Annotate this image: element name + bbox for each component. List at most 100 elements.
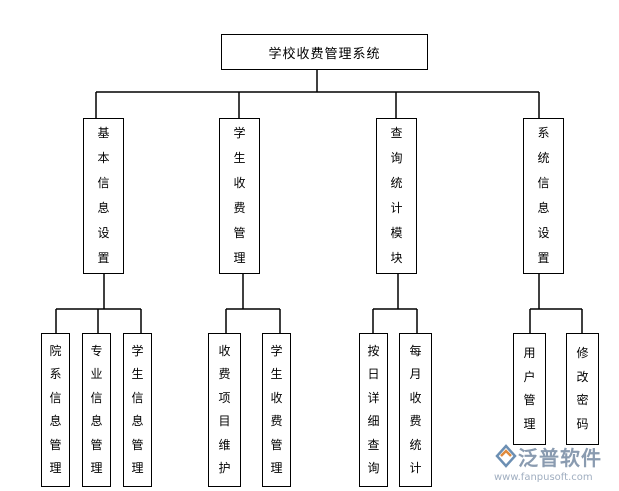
label-char: 息 bbox=[131, 414, 144, 428]
leaf-label: 修改密码 bbox=[576, 342, 588, 436]
label-char: 生 bbox=[270, 367, 283, 381]
label-char: 修 bbox=[576, 346, 589, 360]
leaf-label: 每月收费统计 bbox=[409, 340, 421, 481]
leaf-node-1-2: 专业信息管理 bbox=[82, 333, 111, 487]
label-char: 置 bbox=[97, 251, 110, 265]
label-char: 学 bbox=[233, 126, 246, 140]
label-char: 护 bbox=[218, 461, 231, 475]
label-char: 查 bbox=[390, 126, 403, 140]
module-node-3: 查询统计模块 bbox=[376, 118, 417, 274]
label-char: 息 bbox=[49, 414, 62, 428]
label-char: 理 bbox=[233, 251, 246, 265]
label-char: 专 bbox=[90, 343, 103, 358]
label-char: 系 bbox=[537, 126, 550, 140]
label-char: 统 bbox=[390, 176, 403, 190]
label-char: 信 bbox=[537, 176, 550, 190]
module-label-2: 学生收费管理 bbox=[233, 121, 245, 271]
leaf-label: 专业信息管理 bbox=[90, 340, 102, 481]
label-char: 详 bbox=[367, 390, 380, 405]
label-char: 码 bbox=[576, 416, 589, 431]
leaf-label: 院系信息管理 bbox=[49, 340, 61, 481]
fanpu-logo-icon bbox=[495, 444, 517, 468]
label-char: 查 bbox=[367, 437, 380, 452]
label-char: 理 bbox=[270, 461, 283, 475]
leaf-label: 用户管理 bbox=[523, 342, 535, 436]
root-node: 学校收费管理系统 bbox=[221, 34, 428, 70]
label-char: 管 bbox=[90, 437, 103, 452]
label-char: 费 bbox=[270, 414, 283, 428]
label-char: 管 bbox=[233, 226, 246, 240]
label-char: 本 bbox=[97, 151, 110, 165]
label-char: 每 bbox=[409, 343, 422, 358]
label-char: 收 bbox=[233, 176, 246, 190]
module-label-4: 系统信息设置 bbox=[537, 121, 549, 271]
leaf-node-4-2: 修改密码 bbox=[566, 333, 599, 445]
label-char: 改 bbox=[576, 369, 589, 384]
label-char: 息 bbox=[97, 201, 110, 215]
label-char: 统 bbox=[409, 437, 422, 452]
leaf-node-2-1: 收费项目维护 bbox=[208, 333, 241, 487]
label-char: 设 bbox=[537, 226, 550, 240]
label-char: 息 bbox=[90, 414, 103, 428]
label-char: 密 bbox=[576, 393, 589, 407]
leaf-label: 按日详细查询 bbox=[367, 340, 379, 481]
label-char: 理 bbox=[131, 461, 144, 475]
label-char: 目 bbox=[218, 414, 231, 428]
label-char: 学 bbox=[270, 343, 283, 358]
leaf-node-3-1: 按日详细查询 bbox=[359, 333, 388, 487]
label-char: 基 bbox=[97, 126, 110, 140]
label-char: 询 bbox=[390, 151, 403, 165]
label-char: 块 bbox=[390, 251, 403, 265]
label-char: 收 bbox=[409, 390, 422, 405]
leaf-node-4-1: 用户管理 bbox=[513, 333, 546, 445]
leaf-label: 学生信息管理 bbox=[131, 340, 143, 481]
label-char: 模 bbox=[390, 226, 403, 240]
label-char: 维 bbox=[218, 437, 231, 452]
label-char: 置 bbox=[537, 251, 550, 265]
label-char: 收 bbox=[270, 390, 283, 405]
label-char: 统 bbox=[537, 151, 550, 165]
leaf-node-1-1: 院系信息管理 bbox=[41, 333, 70, 487]
label-char: 户 bbox=[523, 369, 536, 384]
label-char: 项 bbox=[218, 390, 231, 405]
label-char: 设 bbox=[97, 226, 110, 240]
label-char: 计 bbox=[409, 461, 422, 475]
label-char: 按 bbox=[367, 343, 380, 358]
label-char: 信 bbox=[97, 176, 110, 190]
label-char: 费 bbox=[409, 414, 422, 428]
watermark-brand: 泛普软件 bbox=[518, 446, 602, 470]
module-node-2: 学生收费管理 bbox=[219, 118, 260, 274]
label-char: 理 bbox=[90, 461, 103, 475]
leaf-node-2-2: 学生收费管理 bbox=[262, 333, 291, 487]
label-char: 院 bbox=[49, 343, 62, 358]
label-char: 信 bbox=[90, 390, 103, 405]
label-char: 理 bbox=[523, 416, 536, 431]
label-char: 理 bbox=[49, 461, 62, 475]
label-char: 日 bbox=[367, 367, 380, 381]
label-char: 费 bbox=[233, 201, 246, 215]
label-char: 管 bbox=[49, 437, 62, 452]
label-char: 系 bbox=[49, 367, 62, 381]
label-char: 管 bbox=[131, 437, 144, 452]
watermark-url: www.fanpusoft.com bbox=[494, 472, 593, 483]
leaf-node-3-2: 每月收费统计 bbox=[399, 333, 432, 487]
label-char: 月 bbox=[409, 367, 422, 381]
leaf-node-1-3: 学生信息管理 bbox=[123, 333, 152, 487]
label-char: 计 bbox=[390, 201, 403, 215]
label-char: 业 bbox=[90, 367, 103, 381]
leaf-label: 学生收费管理 bbox=[270, 340, 282, 481]
root-title: 学校收费管理系统 bbox=[268, 46, 381, 62]
module-label-3: 查询统计模块 bbox=[390, 121, 402, 271]
label-char: 管 bbox=[523, 393, 536, 407]
watermark: 泛普软件 www.fanpusoft.com bbox=[490, 440, 615, 490]
label-char: 生 bbox=[233, 151, 246, 165]
label-char: 管 bbox=[270, 437, 283, 452]
label-char: 用 bbox=[523, 346, 536, 360]
label-char: 收 bbox=[218, 343, 231, 358]
label-char: 细 bbox=[367, 414, 380, 428]
label-char: 生 bbox=[131, 367, 144, 381]
module-node-1: 基本信息设置 bbox=[83, 118, 124, 274]
label-char: 信 bbox=[131, 390, 144, 405]
leaf-label: 收费项目维护 bbox=[218, 340, 230, 481]
